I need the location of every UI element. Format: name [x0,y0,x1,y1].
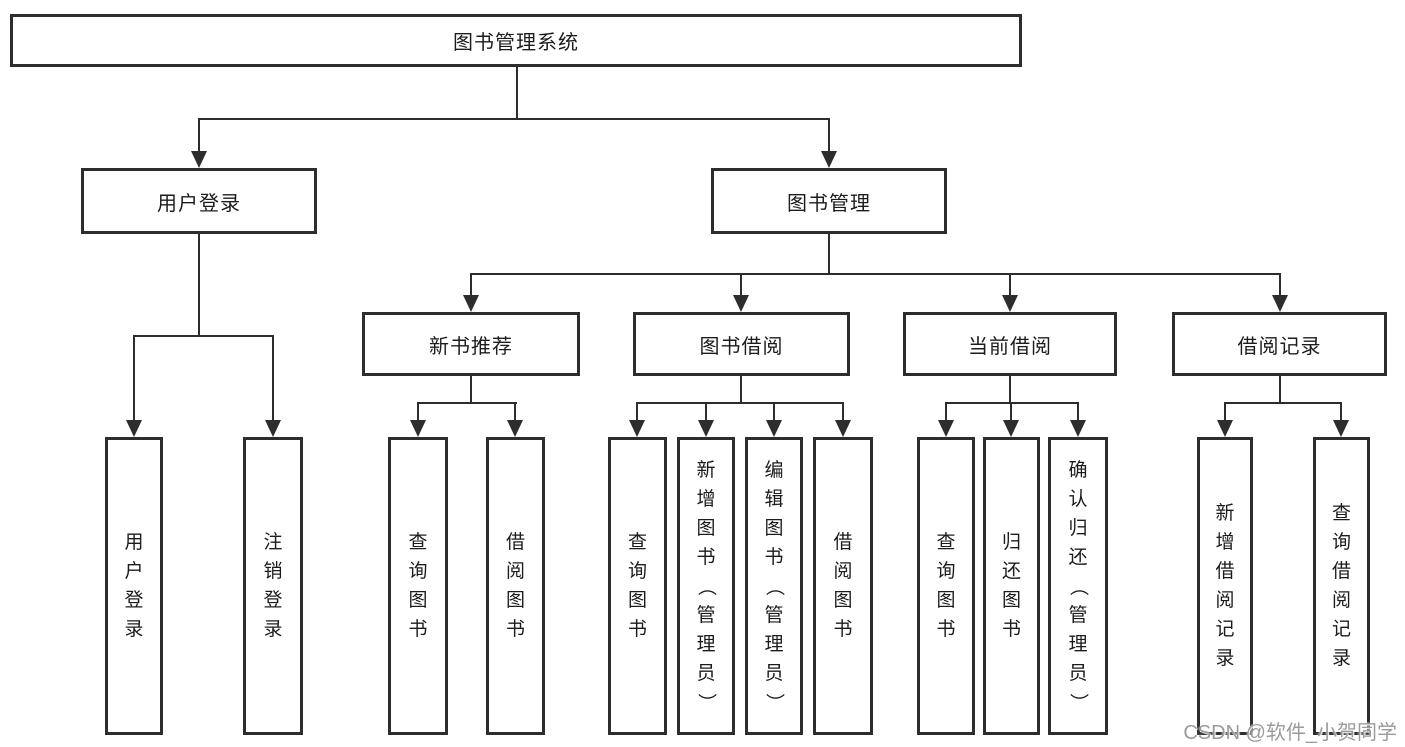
leaf-add-book-admin: 新增图书（管理员） [677,437,735,735]
node-library-system: 图书管理系统 [10,14,1022,67]
connector-line [516,67,518,120]
connector-line [470,273,1281,275]
arrow-head [1002,295,1018,312]
arrow-head [1217,420,1233,437]
arrow-head [733,295,749,312]
connector-line [1279,376,1281,404]
connector-line [945,402,947,422]
arrow-head [835,420,851,437]
connector-line [1009,273,1011,297]
connector-line [636,402,844,404]
arrow-head [507,420,523,437]
csdn-watermark: CSDN @软件_小贺同学 [1183,722,1397,744]
connector-line [272,335,274,421]
node-user-login: 用户登录 [81,168,317,234]
arrow-head [766,420,782,437]
connector-line [945,402,1079,404]
connector-line [198,118,200,154]
arrow-head [410,420,426,437]
connector-line [1224,402,1342,404]
connector-line [198,234,200,336]
node-book-management: 图书管理 [711,168,947,234]
connector-line [133,335,135,421]
leaf-query-books-current: 查询图书 [917,437,975,735]
arrow-head [126,420,142,437]
arrow-head [1333,420,1349,437]
leaf-return-books: 归还图书 [983,437,1040,735]
connector-line [470,273,472,297]
node-borrowing-records: 借阅记录 [1172,312,1387,376]
leaf-query-books-recommend: 查询图书 [388,437,448,735]
connector-line [133,335,274,337]
leaf-user-login: 用户登录 [105,437,163,735]
arrow-head [1003,420,1019,437]
arrow-head [698,420,714,437]
connector-line [1279,273,1281,297]
connector-line [828,234,830,275]
connector-line [773,402,775,422]
arrow-head [938,420,954,437]
leaf-logout: 注销登录 [243,437,303,735]
arrow-head [265,420,281,437]
arrow-head [1070,420,1086,437]
leaf-edit-book-admin: 编辑图书（管理员） [745,437,803,735]
connector-line [636,402,638,422]
connector-line [417,402,517,404]
arrow-head [821,151,837,168]
connector-line [1077,402,1079,422]
leaf-add-borrow-record: 新增借阅记录 [1197,437,1253,735]
connector-line [1224,402,1226,422]
node-new-book-recommend: 新书推荐 [362,312,580,376]
leaf-query-books-borrowing: 查询图书 [608,437,667,735]
connector-line [1009,376,1011,404]
arrow-head [1272,295,1288,312]
node-current-borrowing: 当前借阅 [903,312,1117,376]
arrow-head [191,151,207,168]
connector-line [842,402,844,422]
connector-line [1010,402,1012,422]
arrow-head [463,295,479,312]
leaf-borrow-books-recommend: 借阅图书 [486,437,545,735]
connector-line [198,118,830,120]
connector-line [1340,402,1342,422]
leaf-confirm-return-admin: 确认归还（管理员） [1048,437,1108,735]
connector-line [740,273,742,297]
connector-line [705,402,707,422]
connector-line [417,402,419,422]
leaf-query-borrow-record: 查询借阅记录 [1313,437,1370,735]
connector-line [470,376,472,404]
leaf-borrow-books: 借阅图书 [813,437,873,735]
connector-line [740,376,742,404]
node-book-borrowing: 图书借阅 [633,312,850,376]
arrow-head [629,420,645,437]
connector-line [828,118,830,154]
connector-line [514,402,516,422]
